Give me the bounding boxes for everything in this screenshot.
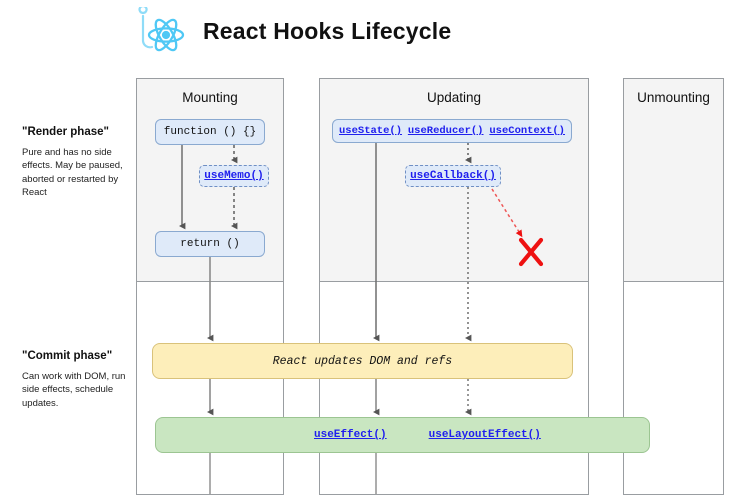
band-effects: useEffect() useLayoutEffect() [155,417,650,453]
column-unmounting: Unmounting [623,78,724,495]
commit-phase-label: "Commit phase" Can work with DOM, run si… [22,350,140,410]
column-mounting-title: Mounting [182,90,238,105]
render-phase-title: "Render phase" [22,126,109,138]
node-function-label: function () {} [163,126,257,138]
commit-phase-title: "Commit phase" [22,350,113,362]
node-usememo[interactable]: useMemo() [199,165,269,187]
node-function: function () {} [155,119,265,145]
useeffect-link[interactable]: useEffect() [314,429,387,441]
usecontext-link[interactable]: useContext() [489,125,565,137]
render-phase-label: "Render phase" Pure and has no side effe… [22,126,140,200]
column-unmounting-render-band [624,79,723,283]
react-atom-hook-icon [133,4,191,61]
node-return: return () [155,231,265,257]
render-phase-description: Pure and has no side effects. May be pau… [22,147,123,199]
node-update-hooks: useState() useReducer() useContext() [332,119,572,143]
column-unmounting-commit-band [624,281,723,494]
commit-phase-description: Can work with DOM, run side effects, sch… [22,371,126,409]
uselayouteffect-link[interactable]: useLayoutEffect() [428,429,541,441]
band-dom-label: React updates DOM and refs [272,354,453,368]
column-updating-commit-band [320,281,588,494]
page-title: React Hooks Lifecycle [203,18,452,44]
page-header: React Hooks Lifecycle [0,0,730,68]
column-mounting-commit-band [137,281,283,494]
usestate-link[interactable]: useState() [339,125,403,137]
usememo-link[interactable]: useMemo() [204,170,264,182]
column-unmounting-title: Unmounting [637,90,710,105]
node-return-label: return () [180,238,240,250]
band-react-updates-dom: React updates DOM and refs [152,343,573,379]
usereducer-link[interactable]: useReducer() [407,125,484,137]
red-x-blocked-icon [518,237,544,267]
node-usecallback[interactable]: useCallback() [405,165,501,187]
column-updating-title: Updating [426,90,482,105]
usecallback-link[interactable]: useCallback() [410,170,496,182]
